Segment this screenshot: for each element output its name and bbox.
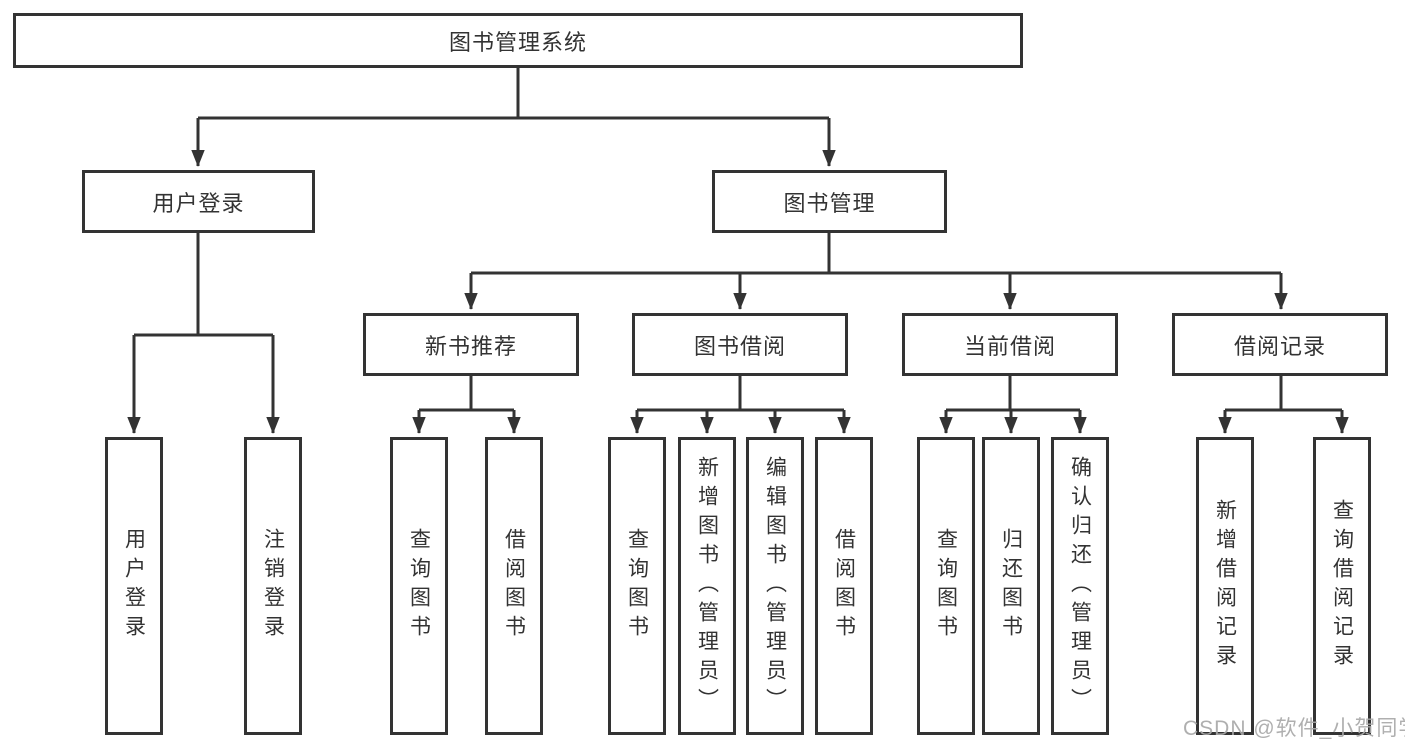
node-book-borrow: 图书借阅 <box>632 313 848 376</box>
csdn-watermark: CSDN @软件_小贺同学 <box>1183 717 1405 740</box>
leaf-query-borrow-record: 查询借阅记录 <box>1313 437 1371 735</box>
leaf-add-books-admin: 新增图书（管理员） <box>678 437 736 735</box>
leaf-edit-books-admin: 编辑图书（管理员） <box>746 437 804 735</box>
node-library-system: 图书管理系统 <box>13 13 1023 68</box>
leaf-borrow-books: 借阅图书 <box>815 437 873 735</box>
leaf-return-books: 归还图书 <box>982 437 1040 735</box>
leaf-logout: 注销登录 <box>244 437 302 735</box>
leaf-query-books-borrow: 查询图书 <box>608 437 666 735</box>
leaf-query-books-current: 查询图书 <box>917 437 975 735</box>
leaf-query-books-recommend: 查询图书 <box>390 437 448 735</box>
leaf-confirm-return-admin: 确认归还（管理员） <box>1051 437 1109 735</box>
leaf-user-login: 用户登录 <box>105 437 163 735</box>
node-user-login: 用户登录 <box>82 170 315 233</box>
node-current-borrow: 当前借阅 <box>902 313 1118 376</box>
leaf-borrow-books-recommend: 借阅图书 <box>485 437 543 735</box>
node-book-management: 图书管理 <box>712 170 947 233</box>
node-borrow-records: 借阅记录 <box>1172 313 1388 376</box>
leaf-add-borrow-record: 新增借阅记录 <box>1196 437 1254 735</box>
node-new-book-recommend: 新书推荐 <box>363 313 579 376</box>
